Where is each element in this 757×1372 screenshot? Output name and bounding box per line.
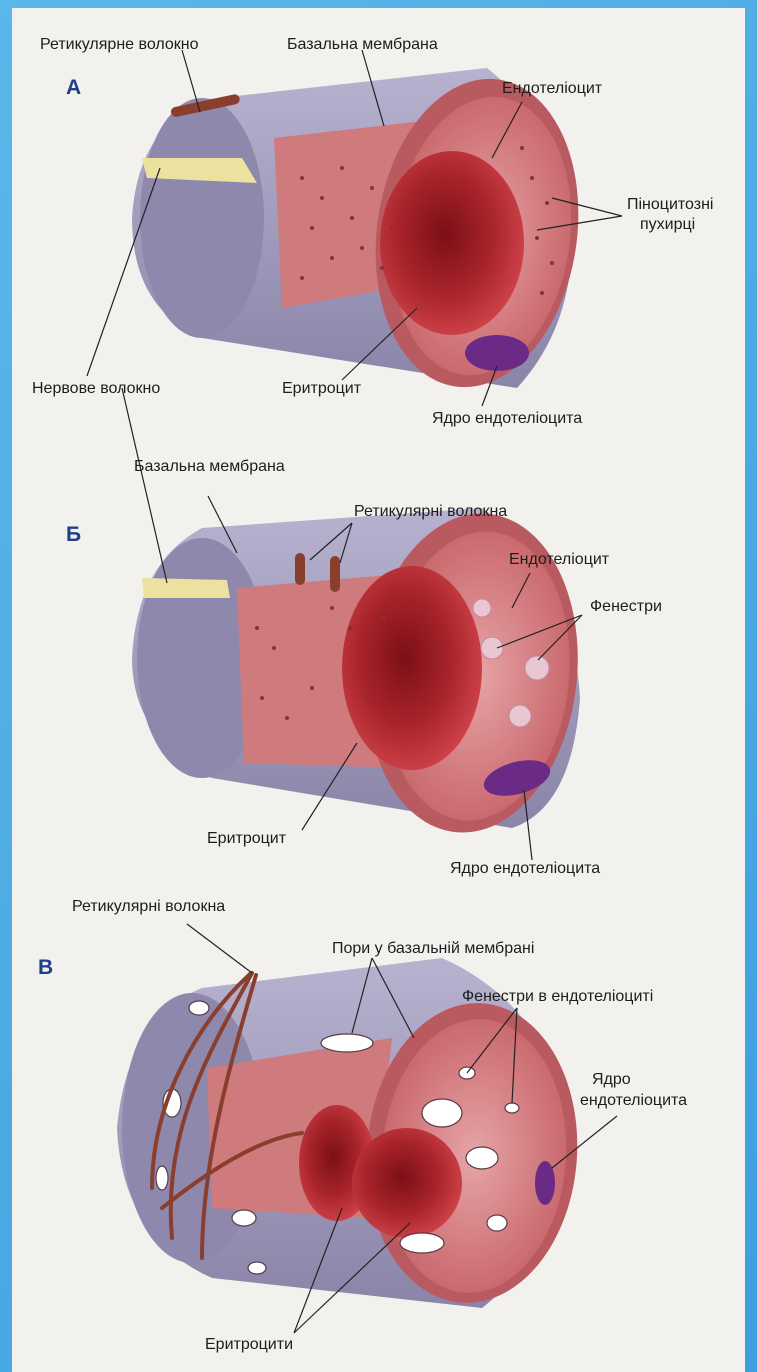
panel-c-letter: В xyxy=(38,956,53,980)
label-fenestrae-endotheliocyte: Фенестри в ендотеліоциті xyxy=(462,988,653,1006)
label-erythrocytes-c: Еритроцити xyxy=(205,1336,293,1354)
panel-a-letter: А xyxy=(66,76,81,100)
label-basement-membrane-a: Базальна мембрана xyxy=(287,36,438,54)
capillary-a-illustration xyxy=(87,50,622,406)
label-endotheliocyte-nucleus-b: Ядро ендотеліоцита xyxy=(450,860,600,878)
label-reticular-fibers-b: Ретикулярні волокна xyxy=(354,503,507,521)
label-basement-membrane-b: Базальна мембрана xyxy=(134,458,285,476)
label-pinocytotic-vesicles-line2: пухирці xyxy=(640,216,695,234)
label-erythrocyte-a: Еритроцит xyxy=(282,380,361,398)
capillary-c-illustration xyxy=(117,924,617,1333)
label-nucleus-line2: ендотеліоцита xyxy=(580,1092,687,1110)
label-pores-basement-membrane: Пори у базальній мембрані xyxy=(332,940,534,958)
label-pinocytotic-vesicles-line1: Піноцитозні xyxy=(627,196,713,214)
label-reticular-fiber-a: Ретикулярне волокно xyxy=(40,36,199,54)
label-erythrocyte-b: Еритроцит xyxy=(207,830,286,848)
label-endotheliocyte-a: Ендотеліоцит xyxy=(502,80,602,98)
label-nucleus-line1: Ядро xyxy=(592,1071,631,1089)
panel-b-letter: Б xyxy=(66,523,81,547)
label-nerve-fiber: Нервове волокно xyxy=(32,380,160,398)
label-endotheliocyte-b: Ендотеліоцит xyxy=(509,551,609,569)
label-reticular-fibers-c: Ретикулярні волокна xyxy=(72,898,225,916)
label-endotheliocyte-nucleus-a: Ядро ендотеліоцита xyxy=(432,410,582,428)
textbook-page: А Б В Ретикулярне волокно Базальна мембр… xyxy=(12,8,745,1372)
label-fenestrae-b: Фенестри xyxy=(590,598,662,616)
